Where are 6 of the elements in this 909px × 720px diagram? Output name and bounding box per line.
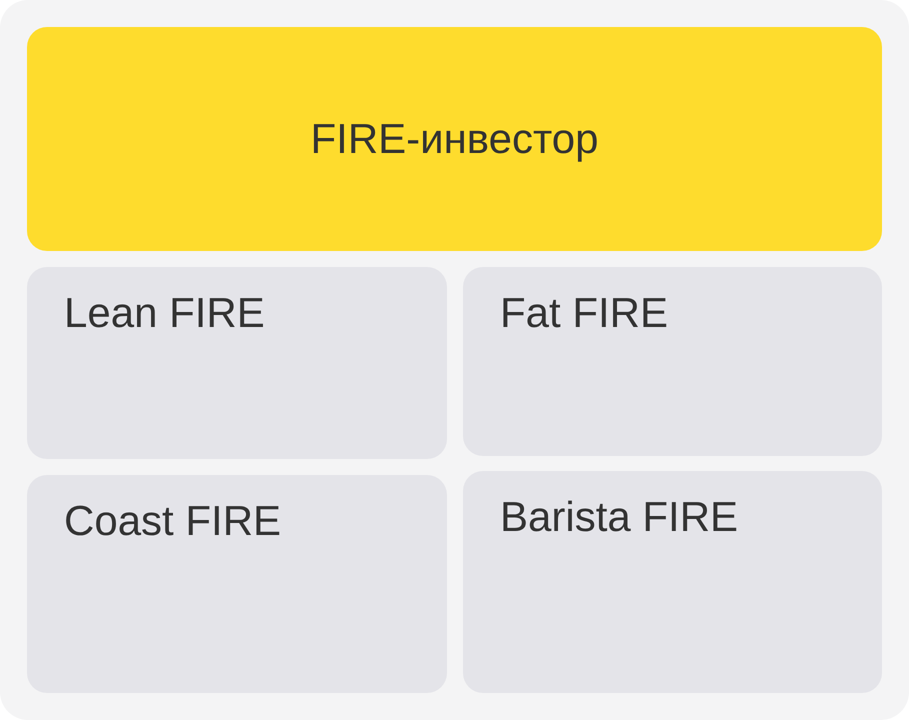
investor-box <box>27 27 882 251</box>
category-title: Coast FIRE <box>64 497 282 546</box>
category-title: Lean FIRE <box>64 289 265 338</box>
investor-title: FIRE-инвестор <box>310 114 598 164</box>
category-title: Fat FIRE <box>500 289 668 338</box>
category-title: Barista FIRE <box>500 493 738 542</box>
